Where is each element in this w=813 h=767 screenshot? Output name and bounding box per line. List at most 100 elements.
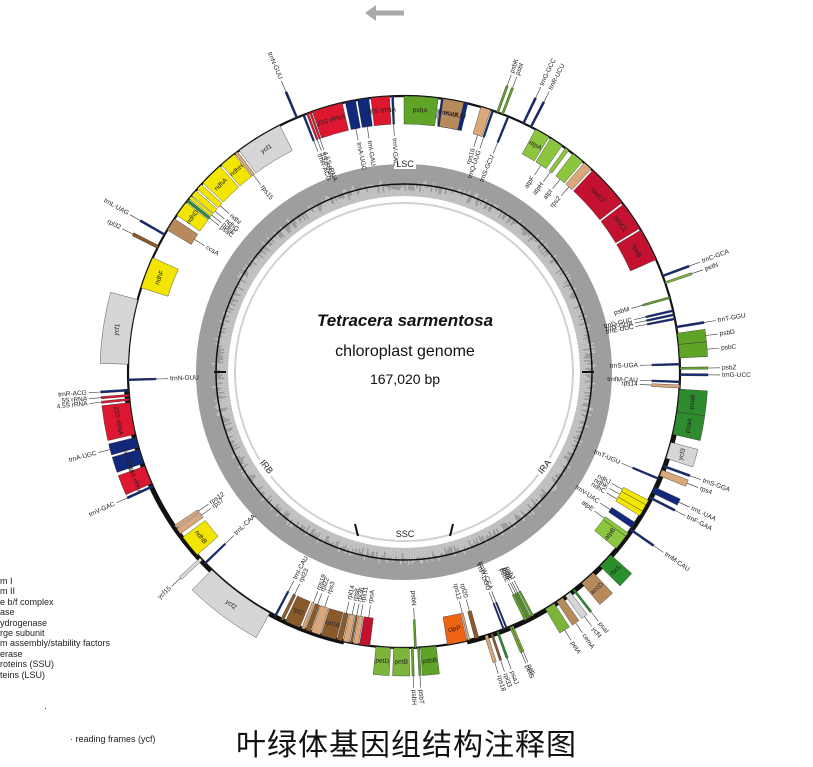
- gene-leader-line: [543, 171, 551, 182]
- gc-spike: [514, 508, 526, 522]
- gene-leader-line: [703, 320, 716, 323]
- gc-spike: [359, 187, 364, 202]
- gene-label: petG: [523, 664, 535, 680]
- gc-spike: [229, 306, 240, 311]
- gc-spike: [255, 472, 261, 477]
- gc-spike: [546, 474, 553, 481]
- gc-spike: [564, 442, 576, 449]
- gc-spike: [304, 520, 310, 528]
- gc-spike: [510, 219, 522, 233]
- gc-spike: [220, 412, 234, 417]
- gc-spike: [221, 325, 234, 331]
- gc-spike: [262, 488, 273, 498]
- gc-spike: [286, 511, 298, 525]
- gc-spike: [305, 211, 313, 223]
- gc-spike: [462, 193, 468, 207]
- gene-block-rps8: [342, 613, 356, 643]
- gc-spike: [239, 272, 254, 282]
- gc-content-ring: [196, 164, 612, 580]
- gene-leader-line: [319, 138, 325, 151]
- gc-spike: [473, 205, 477, 211]
- gc-spike: [567, 435, 583, 443]
- gene-block-peta: [545, 603, 570, 634]
- gc-spike: [476, 531, 480, 537]
- gene-label: trnG-UCC: [722, 372, 751, 379]
- gc-spike: [227, 428, 238, 434]
- gene-layer: [99, 85, 709, 677]
- gc-spike: [235, 305, 241, 309]
- gc-spike: [337, 536, 343, 548]
- gene-block-clpp: [442, 613, 468, 645]
- gene-leader-line: [360, 604, 364, 617]
- gc-spike: [231, 427, 238, 431]
- gene-block-trns-gga: [662, 464, 691, 478]
- gc-spike: [345, 538, 349, 546]
- gc-spike: [574, 324, 591, 331]
- gene-block-ndhi: [196, 184, 223, 208]
- gene-block-rps4: [659, 469, 689, 487]
- gc-spike: [319, 529, 327, 540]
- gene-leader-line: [635, 323, 648, 327]
- gc-spike: [280, 505, 291, 517]
- gc-spike: [575, 331, 586, 335]
- gene-leader-line: [366, 126, 370, 139]
- gc-spike: [284, 236, 288, 241]
- gene-leader-line: [606, 492, 618, 500]
- gene-label: psbM: [613, 306, 630, 317]
- gc-spike: [218, 398, 231, 402]
- gc-spike: [417, 185, 420, 197]
- gc-spike: [565, 441, 573, 446]
- gc-spike: [321, 206, 327, 215]
- gc-spike: [470, 193, 479, 210]
- gc-spike: [563, 293, 571, 299]
- gene-label: psaA: [684, 417, 694, 434]
- gene-label: rps12: [452, 583, 463, 601]
- gc-spike: [236, 441, 243, 446]
- gc-spike: [579, 385, 589, 388]
- gc-spike: [559, 452, 566, 457]
- gene-leader-line: [534, 165, 542, 176]
- gc-spike: [348, 540, 355, 557]
- gc-spike: [243, 289, 248, 293]
- gene-leader-line: [356, 603, 360, 616]
- gc-spike: [252, 265, 261, 272]
- gc-spike: [223, 419, 235, 425]
- gc-spike: [552, 464, 562, 471]
- gc-spike: [553, 463, 564, 470]
- gc-spike: [483, 528, 488, 536]
- gc-spike: [266, 236, 279, 250]
- gc-spike: [571, 424, 579, 428]
- gene-leader-line: [324, 595, 329, 608]
- gc-spike: [214, 379, 229, 381]
- gc-spike: [316, 528, 325, 544]
- gc-spike: [477, 200, 485, 213]
- gc-spike: [460, 192, 467, 206]
- gc-spike: [217, 409, 233, 415]
- gc-spike: [265, 243, 276, 253]
- gene-label: psbD: [719, 329, 735, 338]
- gene-leader-line: [634, 316, 646, 320]
- gc-spike: [216, 383, 229, 386]
- gene-leader-line: [674, 510, 686, 516]
- gc-spike: [306, 209, 314, 222]
- gc-spike: [307, 208, 316, 221]
- legend-item: roteins (SSU): [0, 659, 55, 670]
- gc-spike: [415, 547, 418, 559]
- gene-leader-line: [219, 205, 230, 214]
- gc-spike: [280, 504, 290, 515]
- gene-block-ycf1: [99, 292, 138, 365]
- gc-spike: [516, 230, 523, 238]
- gc-spike: [466, 536, 470, 541]
- gene-label: 5S rRNA: [61, 396, 88, 405]
- gc-spike: [261, 252, 270, 260]
- gene-block-rpoc1: [600, 204, 640, 244]
- gene-block-trnv-uac: [608, 507, 636, 529]
- gene-label: rpl32: [106, 218, 122, 231]
- gene-block-psbe: [511, 593, 528, 621]
- gc-spike: [491, 524, 498, 534]
- gc-spike: [450, 541, 456, 557]
- gene-block-trnr-acg: [100, 388, 129, 394]
- gene-block-rpl16: [320, 608, 344, 640]
- gc-spike: [265, 253, 271, 259]
- gene-label: rpl14: [346, 584, 356, 600]
